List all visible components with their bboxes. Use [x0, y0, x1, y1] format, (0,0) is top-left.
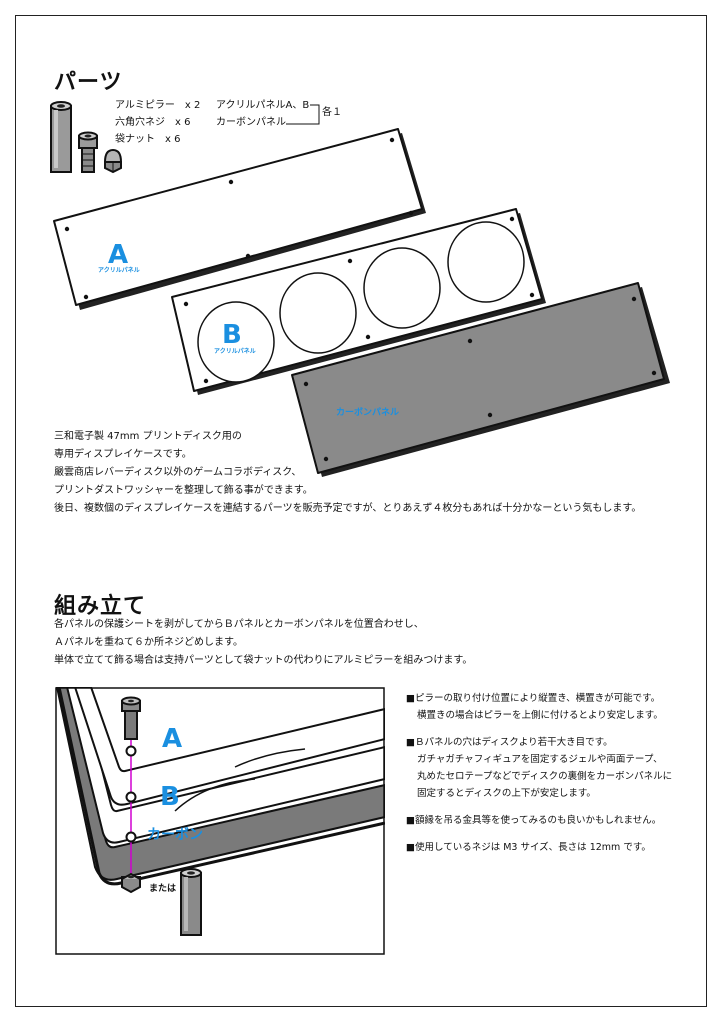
description-line: プリントダストワッシャーを整理して飾る事ができます。: [54, 485, 313, 496]
panels-item: アクリルパネルA、B: [216, 100, 310, 111]
panels-item: カーボンパネル: [216, 117, 286, 128]
description-line: 後日、複数個のディスプレイケースを連結するパーツを販売予定ですが、とりあえず４枚…: [54, 503, 642, 514]
description-line: 専用ディスプレイケースです。: [54, 449, 192, 460]
panel-a-caption: アクリルパネル: [98, 266, 140, 274]
hex-screw-icon: [121, 696, 141, 740]
panels-illustration: A アクリルパネル B アクリルパネル カーボンパネル: [53, 128, 670, 477]
note-line: ■ピラーの取り付け位置により縦置き、横置きが可能です。: [406, 693, 661, 704]
acrylic-panel-a: A アクリルパネル: [53, 128, 426, 310]
note-line: 横置きの場合はピラーを上側に付けるとより安定します。: [417, 710, 663, 721]
page-frame: [15, 15, 707, 1007]
hex-screw-icon: [78, 131, 98, 173]
assembly-instructions: 各パネルの保護シートを剥がしてからＢパネルとカーボンパネルを位置合わせし、 Ａパ…: [54, 616, 472, 670]
note: ■額縁を吊る金具等を使ってみるのも良いかもしれません。: [406, 812, 672, 829]
notes: ■ピラーの取り付け位置により縦置き、横置きが可能です。 横置きの場合はピラーを上…: [406, 690, 672, 866]
bracket-icon: [286, 104, 320, 125]
assembly-diagram: A B カーボン または: [55, 687, 385, 955]
hardware-illustration: [50, 101, 123, 174]
parts-heading: パーツ: [54, 70, 123, 95]
carbon-panel-caption: カーボンパネル: [336, 406, 399, 418]
note: ■ピラーの取り付け位置により縦置き、横置きが可能です。 横置きの場合はピラーを上…: [406, 690, 672, 724]
diagram-or-label: または: [149, 883, 176, 894]
parts-item: 袋ナット x 6: [115, 134, 181, 145]
assembly-line: 単体で立てて飾る場合は支持パーツとして袋ナットの代わりにアルミピラーを組みつけま…: [54, 655, 473, 666]
description-line: 三和電子製 47mm プリントディスク用の: [54, 431, 242, 442]
diagram-label-carbon: カーボン: [147, 827, 203, 843]
parts-item: アルミピラー x 2: [115, 100, 201, 111]
note-line: ガチャガチャフィギュアを固定するジェルや両面テープ、: [417, 754, 663, 765]
note-line: 固定するとディスクの上下が安定します。: [417, 788, 596, 799]
assembly-line: Ａパネルを重ねて６か所ネジどめします。: [54, 637, 243, 648]
parts-item: 六角穴ネジ x 6: [115, 117, 191, 128]
note-line: 丸めたセロテープなどでディスクの裏側をカーボンパネルに: [417, 771, 673, 782]
diagram-label-a: A: [162, 724, 182, 754]
acrylic-panel-b: B アクリルパネル: [171, 208, 546, 395]
acorn-nut-icon: [121, 872, 141, 894]
note-line: ■Ｂパネルの穴はディスクより若干大き目です。: [406, 737, 613, 748]
note-line: ■額縁を吊る金具等を使ってみるのも良いかもしれません。: [406, 815, 662, 826]
assembly-line: 各パネルの保護シートを剥がしてからＢパネルとカーボンパネルを位置合わせし、: [54, 619, 424, 630]
assembly-heading: 組み立て: [54, 594, 147, 619]
note-line: ■使用しているネジは M3 サイズ、長さは 12mm です。: [406, 842, 651, 853]
note: ■Ｂパネルの穴はディスクより若干大き目です。 ガチャガチャフィギュアを固定するジ…: [406, 734, 672, 802]
panel-b-caption: アクリルパネル: [214, 347, 256, 355]
aluminum-pillar-icon: [50, 101, 72, 173]
panel-a-letter: A: [108, 240, 128, 270]
note: ■使用しているネジは M3 サイズ、長さは 12mm です。: [406, 839, 672, 856]
description-line: 嚴雲商店レバーディスク以外のゲームコラボディスク、: [54, 467, 302, 478]
panel-b-letter: B: [222, 320, 242, 350]
carbon-panel: カーボンパネル: [291, 282, 670, 477]
diagram-label-b: B: [160, 782, 180, 812]
panels-list: アクリルパネルA、B カーボンパネル: [216, 97, 309, 131]
aluminum-pillar-icon: [180, 868, 202, 936]
description: 三和電子製 47mm プリントディスク用の 専用ディスプレイケースです。 嚴雲商…: [54, 428, 641, 518]
parts-list: アルミピラー x 2 六角穴ネジ x 6 袋ナット x 6: [115, 97, 200, 148]
acorn-nut-icon: [103, 148, 123, 174]
panels-qty: 各１: [322, 107, 342, 118]
